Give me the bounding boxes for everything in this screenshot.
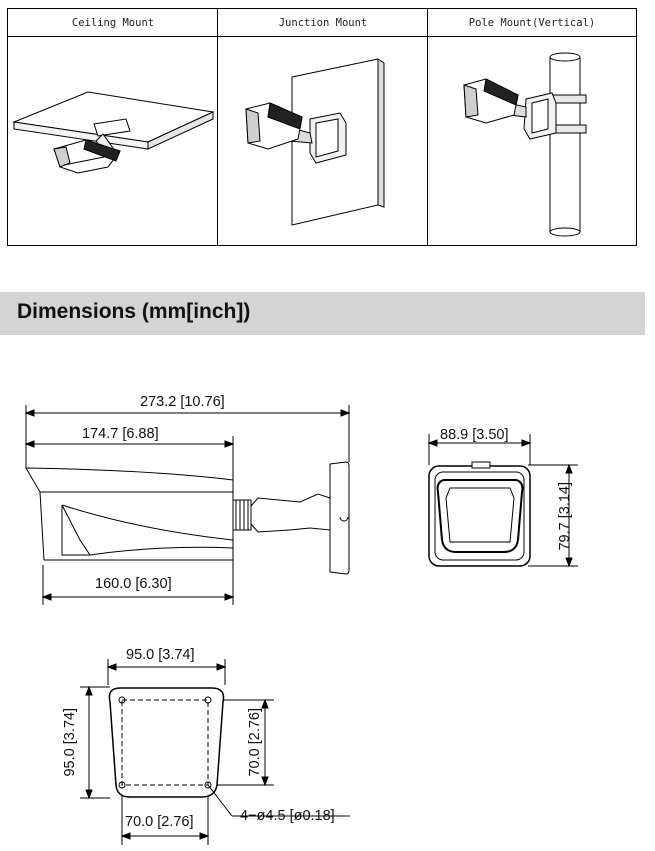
junction-mount-drawing bbox=[245, 58, 385, 226]
pole-mount-header: Pole Mount(Vertical) bbox=[428, 9, 636, 37]
junction-mount-illustration bbox=[218, 37, 428, 245]
table-divider bbox=[217, 9, 218, 245]
mount-type-table: Ceiling Mount Junction Mount Pole Mount(… bbox=[7, 8, 637, 246]
pole-mount-illustration bbox=[428, 37, 636, 245]
junction-mount-header: Junction Mount bbox=[218, 9, 428, 37]
section-title: Dimensions (mm[inch]) bbox=[17, 300, 251, 323]
dim-base-holes: 4−ø4.5 [ø0.18] bbox=[240, 808, 335, 824]
front-view-drawing bbox=[427, 434, 578, 568]
dim-base-width: 95.0 [3.74] bbox=[126, 647, 195, 663]
dim-base-height: 95.0 [3.74] bbox=[61, 707, 78, 777]
dim-hole-spacing-vertical: 70.0 [2.76] bbox=[246, 707, 263, 777]
section-header-band: Dimensions (mm[inch]) bbox=[0, 292, 645, 335]
base-plate-drawing bbox=[80, 659, 350, 845]
pole-mount-drawing bbox=[463, 52, 587, 237]
ceiling-mount-header: Ceiling Mount bbox=[8, 9, 218, 37]
side-view-drawing bbox=[24, 405, 351, 605]
dim-bottom-length: 160.0 [6.30] bbox=[95, 576, 172, 592]
ceiling-mount-illustration bbox=[8, 37, 218, 245]
dim-front-height: 79.7 [3.14] bbox=[556, 481, 573, 551]
dim-hole-spacing-horizontal: 70.0 [2.76] bbox=[125, 814, 194, 830]
dim-front-width: 88.9 [3.50] bbox=[440, 427, 509, 443]
table-divider bbox=[427, 9, 428, 245]
ceiling-mount-drawing bbox=[12, 91, 215, 174]
dim-total-length: 273.2 [10.76] bbox=[140, 394, 225, 410]
dim-body-length: 174.7 [6.88] bbox=[82, 426, 159, 442]
